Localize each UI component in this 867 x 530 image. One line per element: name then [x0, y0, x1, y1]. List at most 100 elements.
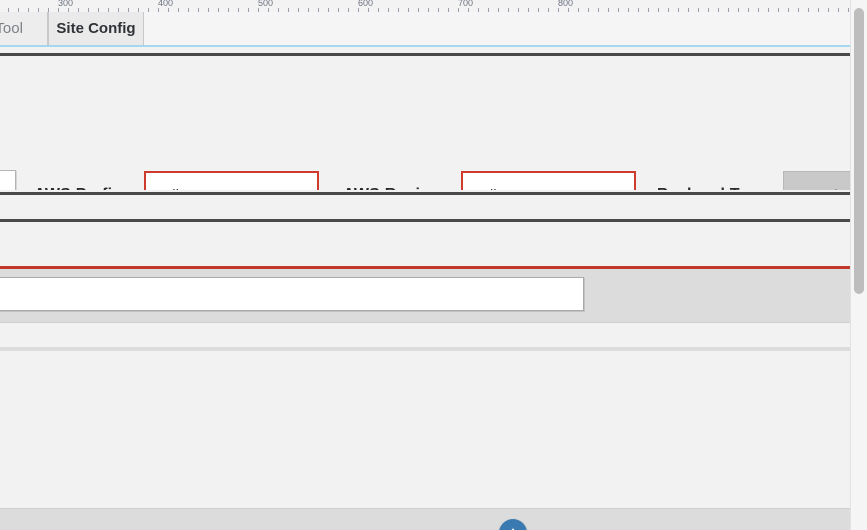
- tab-y-tool-label: y Tool: [0, 20, 23, 37]
- ruler-tick-minor: [278, 8, 279, 12]
- ruler-tick-minor: [388, 8, 389, 12]
- lower-shadow-strip: [0, 347, 867, 351]
- ruler-tick-minor: [808, 8, 809, 12]
- ruler-tick-minor: [438, 8, 439, 12]
- ruler-tick-minor: [328, 8, 329, 12]
- site-config-form-panel: AWS Prefix : null AWS Region : null Back…: [0, 58, 867, 219]
- ruler-tick-minor: [658, 8, 659, 12]
- ruler-tick-minor: [38, 8, 39, 12]
- ruler-label: 400: [158, 0, 174, 8]
- vertical-scrollbar-thumb[interactable]: [854, 8, 864, 294]
- ruler-tick-minor: [688, 8, 689, 12]
- ruler-tick-minor: [668, 8, 669, 12]
- ruler-tick-minor: [468, 8, 469, 12]
- ruler-tick-minor: [838, 8, 839, 12]
- ruler-tick-minor: [628, 8, 629, 12]
- tab-bar-empty-area: [0, 12, 867, 45]
- ruler-tick-minor: [348, 8, 349, 12]
- ruler-tick-minor: [748, 8, 749, 12]
- ruler-tick-minor: [528, 8, 529, 12]
- ruler-tick-minor: [68, 8, 69, 12]
- ruler-tick-minor: [98, 8, 99, 12]
- ruler-tick-minor: [678, 8, 679, 12]
- ruler-tick-minor: [698, 8, 699, 12]
- ruler-tick-minor: [598, 8, 599, 12]
- divider-thin-2: [0, 508, 867, 509]
- tab-bar: y Tool Site Config: [0, 12, 867, 45]
- ruler-tick-minor: [768, 8, 769, 12]
- ruler-tick-minor: [718, 8, 719, 12]
- ruler-tick-minor: [258, 8, 259, 12]
- ruler-tick-minor: [218, 8, 219, 12]
- ruler-tick-minor: [88, 8, 89, 12]
- ruler-tick-minor: [248, 8, 249, 12]
- ruler-tick-minor: [798, 8, 799, 12]
- tab-y-tool[interactable]: y Tool: [0, 12, 48, 45]
- ruler-tick-minor: [848, 8, 849, 12]
- ruler-tick-minor: [8, 8, 9, 12]
- ruler-tick-minor: [538, 8, 539, 12]
- ruler-label: 600: [358, 0, 374, 8]
- ruler-tick-minor: [238, 8, 239, 12]
- ruler-tick-minor: [568, 8, 569, 12]
- ruler-tick-minor: [128, 8, 129, 12]
- ruler-tick-minor: [578, 8, 579, 12]
- ruler-tick-minor: [108, 8, 109, 12]
- ruler-tick-minor: [208, 8, 209, 12]
- ruler-tick-minor: [58, 8, 59, 12]
- ruler-tick-minor: [148, 8, 149, 12]
- ruler-tick-minor: [478, 8, 479, 12]
- empty-band-2: [0, 222, 867, 266]
- tab-site-config-label: Site Config: [56, 20, 136, 37]
- ruler-tick-minor: [308, 8, 309, 12]
- empty-band-1: [0, 195, 867, 219]
- ruler-tick-minor: [508, 8, 509, 12]
- tab-active-underline: [0, 45, 867, 47]
- ruler-tick-minor: [398, 8, 399, 12]
- ruler-label: 300: [58, 0, 74, 8]
- ruler-tick-minor: [228, 8, 229, 12]
- divider-top: [0, 53, 867, 56]
- ruler-tick-minor: [548, 8, 549, 12]
- ruler-tick-minor: [18, 8, 19, 12]
- ruler-tick-minor: [138, 8, 139, 12]
- ruler-label: 700: [458, 0, 474, 8]
- ruler-tick-minor: [608, 8, 609, 12]
- ruler-tick-minor: [298, 8, 299, 12]
- ruler-tick-minor: [618, 8, 619, 12]
- ruler-tick-minor: [338, 8, 339, 12]
- ruler-label: 500: [258, 0, 274, 8]
- content-blank-area: [0, 351, 867, 508]
- ruler-tick-minor: [318, 8, 319, 12]
- ruler-tick-minor: [498, 8, 499, 12]
- ruler-tick-minor: [358, 8, 359, 12]
- ruler-tick-minor: [518, 8, 519, 12]
- ruler-tick-minor: [708, 8, 709, 12]
- bottom-bar: [0, 509, 867, 530]
- search-input[interactable]: [0, 277, 584, 311]
- ruler-tick-minor: [728, 8, 729, 12]
- ruler-tick-minor: [168, 8, 169, 12]
- ruler-tick-minor: [188, 8, 189, 12]
- vertical-scrollbar[interactable]: [850, 0, 867, 530]
- ruler-tick-minor: [638, 8, 639, 12]
- ruler-tick-minor: [818, 8, 819, 12]
- ruler-tick-minor: [778, 8, 779, 12]
- divider-middle-1: [0, 192, 867, 195]
- ruler-tick-minor: [268, 8, 269, 12]
- ruler-tick-minor: [288, 8, 289, 12]
- ruler-tick-minor: [118, 8, 119, 12]
- ruler-tick-minor: [458, 8, 459, 12]
- tab-site-config[interactable]: Site Config: [48, 12, 144, 45]
- ruler-tick-minor: [738, 8, 739, 12]
- ruler-tick-minor: [428, 8, 429, 12]
- ruler-tick-minor: [28, 8, 29, 12]
- ruler-tick-minor: [758, 8, 759, 12]
- ruler-tick-minor: [828, 8, 829, 12]
- ruler-label: 800: [558, 0, 574, 8]
- ruler-tick-minor: [78, 8, 79, 12]
- ruler-tick-minor: [158, 8, 159, 12]
- ruler-tick-minor: [558, 8, 559, 12]
- ruler-tick-minor: [378, 8, 379, 12]
